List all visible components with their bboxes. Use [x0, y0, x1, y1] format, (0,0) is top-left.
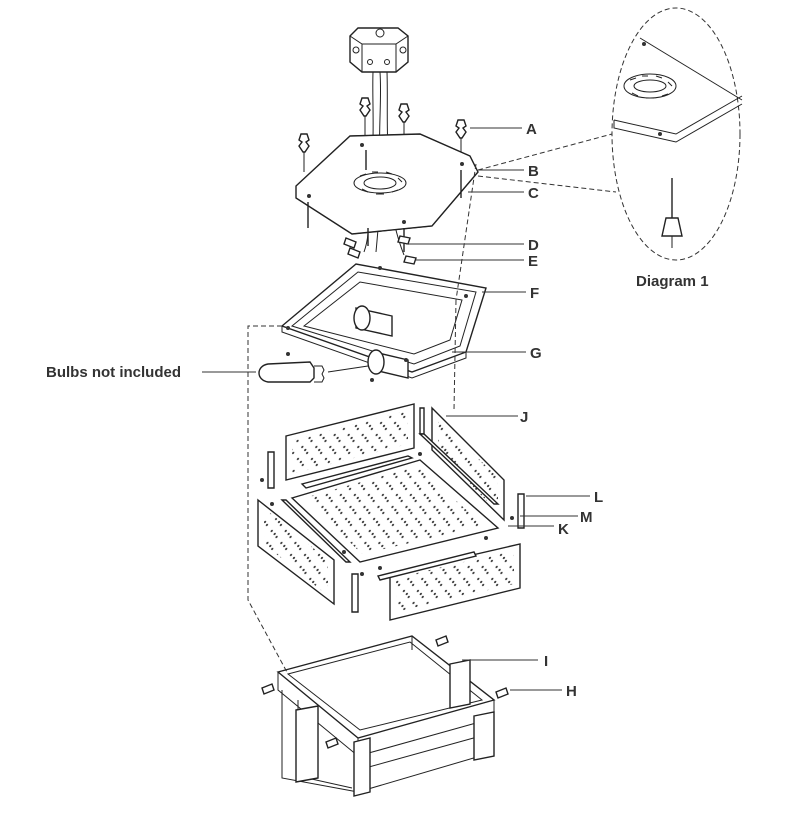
- light-bulb: [258, 361, 369, 383]
- detail-inset: [611, 7, 743, 261]
- callout-d: D: [528, 237, 539, 254]
- callout-m: M: [580, 509, 593, 526]
- callout-g: G: [530, 345, 542, 362]
- wire-nuts: [343, 235, 417, 265]
- callout-l: L: [594, 489, 603, 506]
- callout-j: J: [520, 409, 528, 426]
- callout-a: A: [526, 121, 537, 138]
- wall-anchor-screws: [298, 97, 467, 172]
- callout-labels: A B C D E F G J L M K I H Bulbs not incl…: [46, 121, 709, 700]
- leader-lines: [202, 127, 590, 691]
- inset-caption: Diagram 1: [636, 273, 709, 290]
- callout-f: F: [530, 285, 539, 302]
- callout-e: E: [528, 253, 538, 270]
- lamp-socket: [367, 349, 409, 379]
- callout-i: I: [544, 653, 548, 670]
- base-frame: [261, 635, 509, 797]
- callout-k: K: [558, 521, 569, 538]
- mounting-plate: [295, 133, 479, 252]
- canopy-pan: [280, 263, 487, 382]
- callout-c: C: [528, 185, 539, 202]
- callout-b: B: [528, 163, 539, 180]
- callout-h: H: [566, 683, 577, 700]
- bulbs-note: Bulbs not included: [46, 364, 181, 381]
- projection-lines: [247, 133, 617, 675]
- perforated-panels: [257, 403, 525, 621]
- lamp-socket: [353, 305, 393, 337]
